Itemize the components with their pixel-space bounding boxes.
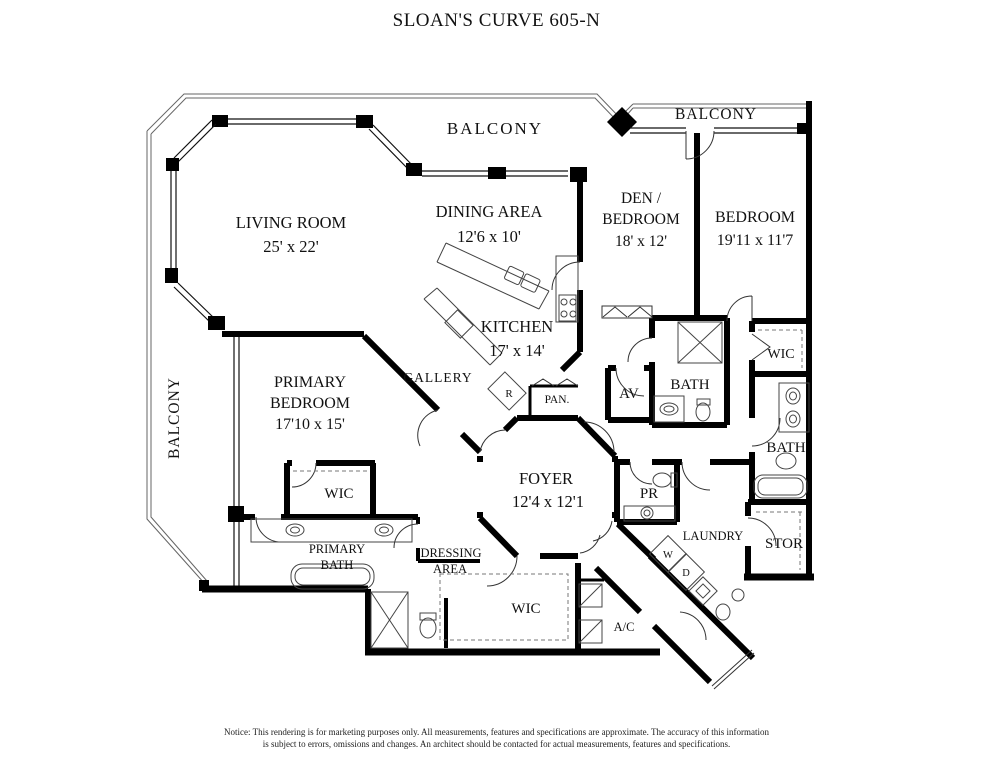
wic-right-label: WIC	[767, 347, 794, 362]
fixtures	[250, 242, 810, 649]
primary-bath-label-1: PRIMARY	[309, 542, 365, 556]
wic-primary-label: WIC	[324, 486, 353, 502]
bathtub-icon	[753, 474, 808, 499]
powder-room-label: PR	[640, 486, 658, 502]
balcony-top-label: BALCONY	[447, 119, 543, 138]
toilet-icon	[695, 402, 711, 422]
balcony-left-label: BALCONY	[166, 377, 183, 459]
bathtub-icon	[290, 563, 375, 590]
disclaimer-line-2: is subject to errors, omissions and chan…	[262, 739, 731, 749]
laundry-sink-icon	[688, 576, 718, 606]
toilet-icon	[419, 617, 437, 639]
primary-bedroom-label-1: PRIMARY	[274, 374, 346, 391]
refrigerator-label: R	[505, 388, 513, 400]
right-bath-label: BATH	[766, 440, 805, 456]
den-bedroom-label-1: DEN /	[621, 190, 662, 207]
foyer-label: FOYER	[519, 469, 573, 488]
dressing-area-label-1: DRESSING	[420, 546, 481, 560]
primary-bath-fixtures	[250, 518, 437, 649]
living-room-dims: 25' x 22'	[263, 237, 318, 256]
shower-icon	[677, 321, 723, 364]
kitchen-counter	[423, 242, 579, 411]
kitchen-label: KITCHEN	[481, 317, 553, 336]
dressing-area-label-2: AREA	[433, 562, 467, 576]
balcony-divider-post	[607, 107, 637, 137]
gallery-label: GALLERY	[403, 370, 472, 385]
bedroom-dims: 19'11 x 11'7	[717, 232, 794, 249]
dishwasher-icon	[444, 309, 474, 339]
den-bedroom-label-2: BEDROOM	[602, 211, 680, 228]
disclaimer-line-1: Notice: This rendering is for marketing …	[224, 727, 769, 737]
laundry-label: LAUNDRY	[683, 529, 743, 543]
dryer-label: D	[682, 568, 690, 579]
refrigerator-icon	[487, 371, 527, 411]
primary-bedroom-dims: 17'10 x 15'	[275, 416, 345, 433]
washer-label: W	[663, 550, 673, 561]
wic-lower-label: WIC	[511, 601, 540, 617]
kitchen-sink-icon	[504, 265, 541, 293]
toilet-icon	[775, 452, 797, 470]
sink-icon	[731, 588, 745, 602]
primary-bath-label-2: BATH	[321, 558, 354, 572]
pantry-label: PAN.	[545, 394, 570, 406]
toilet-icon	[652, 472, 672, 488]
dining-area-label: DINING AREA	[436, 202, 543, 221]
disclaimer-notice: Notice: This rendering is for marketing …	[0, 726, 993, 750]
closet-dashes	[293, 329, 803, 641]
living-room-label: LIVING ROOM	[236, 213, 347, 232]
room-labels: BALCONY BALCONY BALCONY LIVING ROOM 25' …	[166, 106, 806, 634]
walls	[202, 101, 814, 690]
right-bath-fixtures	[753, 382, 810, 499]
washer-icon	[648, 534, 688, 574]
powder-room-fixtures	[623, 472, 678, 522]
stove-icon	[558, 294, 577, 322]
balcony-right-label: BALCONY	[675, 106, 757, 123]
av-closet-label: AV	[619, 386, 639, 402]
dryer-icon	[666, 552, 706, 592]
page-title: SLOAN'S CURVE 605-N	[392, 10, 601, 31]
laundry-fixtures	[648, 534, 745, 621]
den-bath-label: BATH	[670, 377, 709, 393]
toilet-icon	[715, 603, 731, 621]
shower-icon	[370, 591, 409, 649]
balcony-railings	[146, 93, 806, 585]
kitchen-dims: 17' x 14'	[489, 341, 544, 360]
primary-bedroom-label-2: BEDROOM	[270, 395, 350, 412]
storage-label: STOR	[765, 536, 803, 552]
bedroom-label: BEDROOM	[715, 209, 795, 226]
foyer-dims: 12'4 x 12'1	[512, 492, 584, 511]
den-bath-fixtures	[653, 321, 723, 423]
doors	[255, 130, 781, 641]
window-walls	[165, 115, 811, 591]
ac-closet-label: A/C	[614, 620, 635, 634]
dining-area-dims: 12'6 x 10'	[457, 227, 521, 246]
den-bedroom-dims: 18' x 12'	[615, 233, 667, 250]
ac-closet-fixtures	[578, 583, 603, 644]
